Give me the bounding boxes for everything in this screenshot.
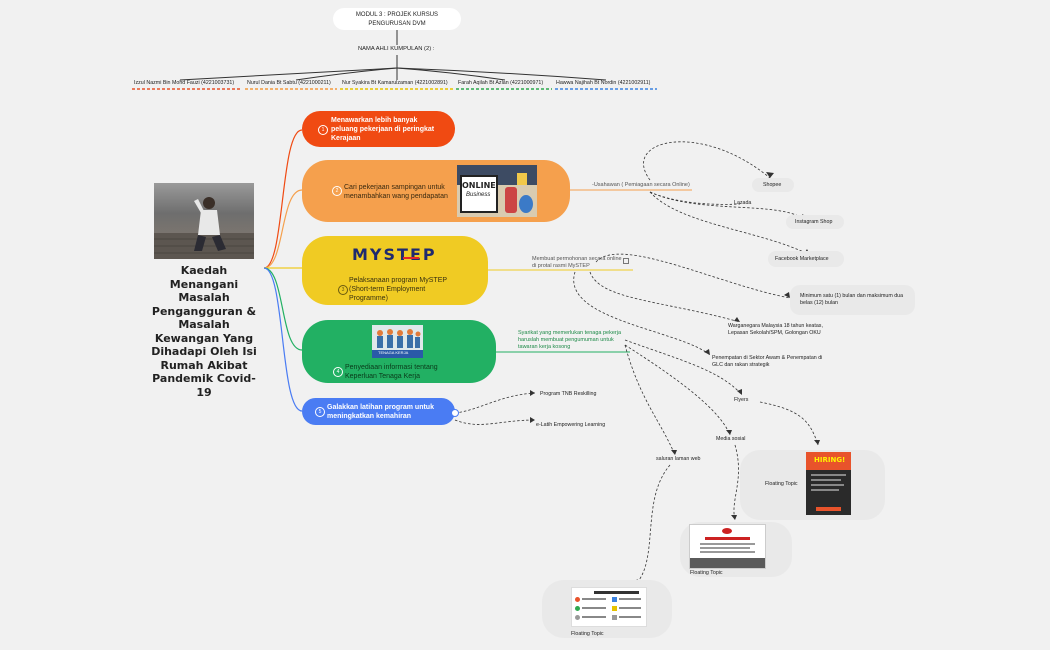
- branch-5-collapse-toggle[interactable]: [451, 409, 459, 417]
- flyers-label: Flyers: [734, 397, 749, 403]
- branch-4-label: Penyediaan informasi tentang Keperluan T…: [345, 364, 438, 380]
- branch-4-number: 4: [333, 367, 343, 377]
- floating-topic-1-label: Floating Topic: [765, 481, 798, 487]
- b3-placement-label: Penempatan di Sektor Awam & Penempatan d…: [712, 355, 823, 368]
- member-1: Izzul Nazmi Bin Mohd Fauzi (4221003731): [134, 80, 235, 86]
- facebook-marketplace-box[interactable]: [768, 251, 844, 267]
- b2-main-note: -Usahawan ( Pemiagaan secara Online): [592, 182, 690, 188]
- instagram-shop-box[interactable]: [786, 215, 844, 229]
- group-label: NAMA AHLI KUMPULAN (2) :: [358, 46, 435, 52]
- branch-2-label: Cari pekerjaan sampingan untuk menambahk…: [344, 184, 448, 200]
- tenaga-kerja-caption: TENAGA KERJA: [378, 350, 409, 355]
- shopee-box[interactable]: [752, 178, 794, 192]
- member-5: Hawwa Najihah Bt Nordin (4221002911): [556, 80, 651, 86]
- b3-eligibility-label: Warganegara Malaysia 18 tahun keatas, Le…: [728, 323, 823, 336]
- branch-1-label: Menawarkan lebih banyak peluang pekerjaa…: [331, 117, 435, 142]
- job-poster-image: [689, 524, 766, 569]
- facebook-marketplace-label: Facebook Marketplace: [775, 256, 829, 262]
- mystep-logo-accent: [403, 257, 419, 259]
- tnb-reskilling-label: Program TNB Reskilling: [540, 391, 597, 397]
- laman-web-label: saluran laman web: [656, 456, 701, 462]
- hiring-flyer-image: HIRING!: [806, 452, 851, 515]
- external-link-icon[interactable]: [623, 258, 629, 264]
- website-listing-image: [571, 587, 647, 627]
- branch-2-number: 2: [332, 186, 342, 196]
- floating-topic-2-label: Floating Topic: [690, 570, 723, 576]
- module-title: MODUL 3 : PROJEK KURSUS PENGURUSAN DVM: [333, 8, 461, 30]
- online-business-image: ONLINE Business: [457, 165, 537, 217]
- online-text: ONLINE: [462, 181, 496, 190]
- branch-3-number: 3: [338, 285, 348, 295]
- member-2: Nurul Dania Bt Sabtu (4221000211): [247, 80, 331, 86]
- b3-duration-box[interactable]: [790, 285, 915, 315]
- business-text: Business: [466, 192, 491, 198]
- member-3: Nur Syakira Bt Kamarulzaman (4221002891): [342, 80, 448, 86]
- b4-main-note: Syarikat yang memerlukan tenaga pekerja …: [518, 330, 622, 350]
- tenaga-kerja-image: TENAGA KERJA: [372, 325, 423, 358]
- branch-5[interactable]: [302, 398, 455, 425]
- shopee-label: Shopee: [763, 182, 782, 188]
- branch-5-number: 5: [315, 407, 325, 417]
- module-title-text: MODUL 3 : PROJEK KURSUS PENGURUSAN DVM: [355, 12, 439, 27]
- central-photo: [154, 183, 254, 259]
- elatih-label: e-Latih Empowering Learning: [536, 422, 606, 428]
- instagram-shop-label: Instagram Shop: [795, 219, 833, 225]
- b3-duration-label: Minimum satu (1) bulan dan maksimum dua …: [800, 293, 904, 306]
- central-topic[interactable]: Kaedah Menangani Masalah Pengangguran & …: [151, 264, 257, 399]
- floating-topic-3-label: Floating Topic: [571, 631, 604, 637]
- stressed-man-image: [154, 197, 254, 259]
- workers-icon: [372, 329, 423, 358]
- hiring-text: HIRING!: [814, 456, 846, 464]
- b3-main-note: Membuat permohonan secara online di prot…: [532, 256, 622, 269]
- mystep-logo: MYSTEP: [352, 245, 437, 264]
- branch-1-number: 1: [318, 125, 328, 135]
- branch-3[interactable]: [302, 236, 488, 305]
- branch-5-label: Galakkan latihan program untuk meningkat…: [327, 404, 434, 420]
- lazada-label: Lazada: [734, 200, 752, 206]
- member-4: Farah Aqilah Bt Azlan (4221000971): [458, 80, 544, 86]
- branch-3-label: Pelaksanaan program MySTEP (Short-term E…: [349, 277, 447, 302]
- media-sosial-label: Media sosial: [716, 436, 746, 442]
